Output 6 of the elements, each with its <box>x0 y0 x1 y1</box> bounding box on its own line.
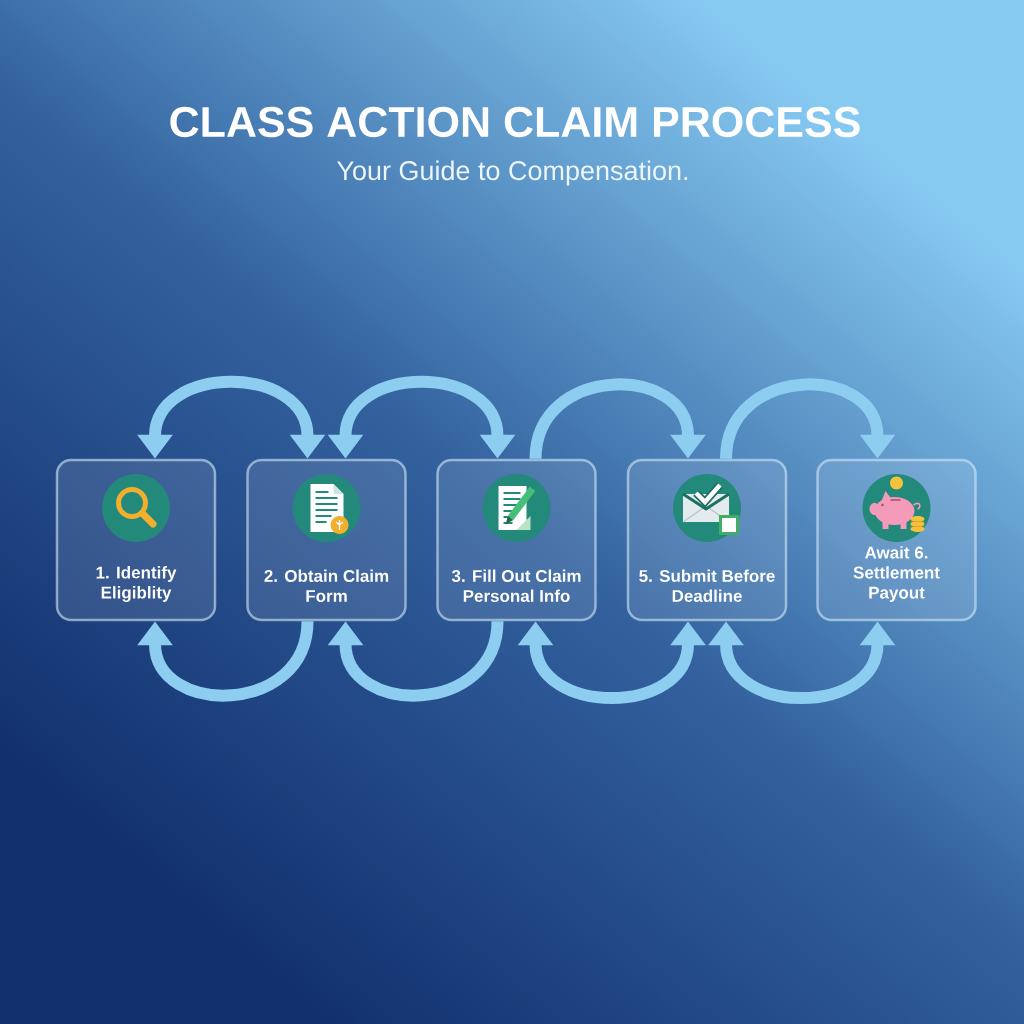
curved-arrow <box>327 620 504 702</box>
curved-arrow <box>720 378 896 460</box>
title: CLASS ACTION CLAIM PROCESS <box>170 106 860 138</box>
curved-arrow <box>137 620 314 702</box>
subtitle: Your Guide to Compensation. <box>337 160 688 186</box>
curved-arrow <box>529 378 706 460</box>
